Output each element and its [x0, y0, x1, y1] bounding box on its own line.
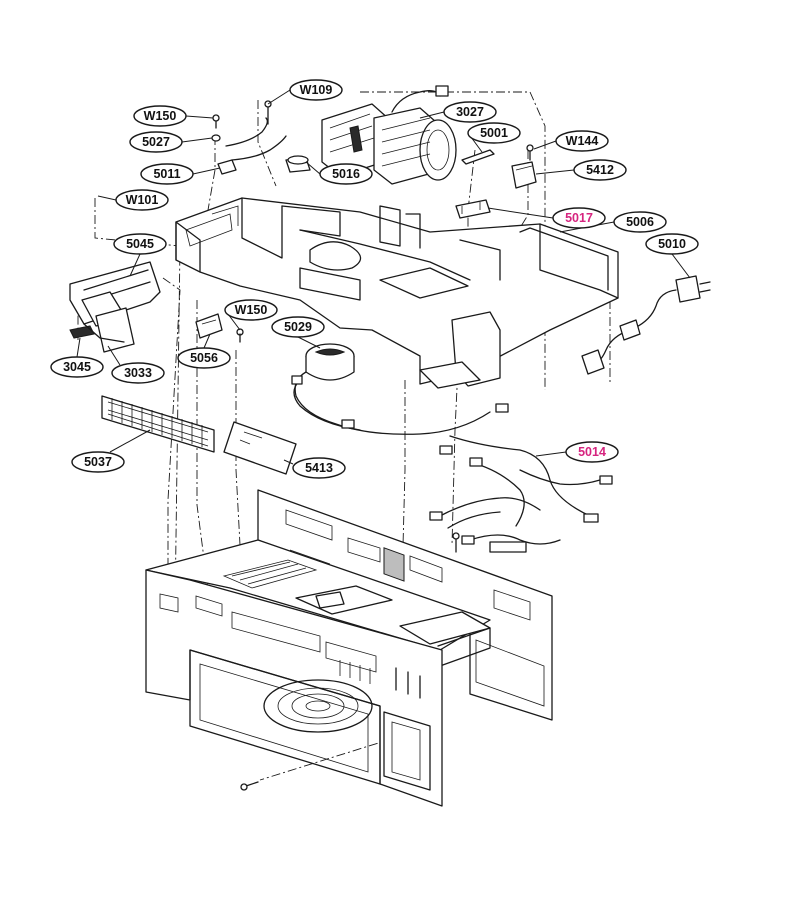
- callout-w150-top: W150: [133, 105, 187, 127]
- callout-5056: 5056: [177, 347, 231, 369]
- leader-line: [109, 429, 151, 453]
- switch-assembly: [195, 313, 244, 343]
- fan-motor-assembly: [321, 85, 457, 185]
- leader-line: [305, 161, 321, 175]
- callout-label: 5413: [305, 461, 333, 475]
- callout-label: 5014: [578, 445, 606, 459]
- leader-line: [97, 195, 117, 201]
- callout-w150-mid: W150: [224, 299, 278, 321]
- callout-label: W144: [566, 134, 599, 148]
- callout-w109: W109: [289, 79, 343, 101]
- callout-label: 5037: [84, 455, 112, 469]
- part-callouts: W109 W150 3027 5027 5001 W144 5011 5016 …: [50, 79, 699, 479]
- callout-3045: 3045: [50, 356, 104, 378]
- leader-line: [535, 451, 567, 457]
- callout-label: 5056: [190, 351, 218, 365]
- callout-label: 5016: [332, 167, 360, 181]
- callout-w101: W101: [115, 189, 169, 211]
- callout-label: 5027: [142, 135, 170, 149]
- leader-line: [419, 111, 445, 119]
- leader-line: [267, 89, 291, 105]
- callout-leaders: [76, 89, 691, 465]
- callout-5016: 5016: [319, 163, 373, 185]
- callout-label: 5001: [480, 126, 508, 140]
- callout-5412: 5412: [573, 159, 627, 181]
- leader-line: [203, 333, 211, 349]
- leader-line: [76, 337, 81, 358]
- callout-label: W150: [144, 109, 177, 123]
- callout-label: 5045: [126, 237, 154, 251]
- leader-line: [535, 169, 575, 175]
- callout-5045: 5045: [113, 233, 167, 255]
- leader-line: [487, 207, 554, 219]
- callout-5029: 5029: [271, 316, 325, 338]
- callout-label: 5412: [586, 163, 614, 177]
- callout-5037: 5037: [71, 451, 125, 473]
- callout-5011: 5011: [140, 163, 194, 185]
- callout-5413: 5413: [292, 457, 346, 479]
- leader-line: [297, 336, 321, 349]
- leader-line: [181, 137, 213, 143]
- vent-bracket-assembly: [69, 261, 161, 353]
- leader-line: [129, 253, 141, 277]
- callout-label: 5011: [153, 167, 180, 181]
- stirrer-motor-and-harness: [291, 343, 509, 435]
- callout-label: 3045: [63, 360, 91, 374]
- callout-label: 3033: [124, 366, 152, 380]
- callout-label: W101: [126, 193, 159, 207]
- leader-line: [185, 115, 214, 119]
- leader-line: [671, 253, 691, 279]
- top-small-parts: [211, 100, 537, 219]
- main-wire-harness: [429, 435, 613, 553]
- power-cord: [581, 275, 711, 375]
- oven-cavity-and-case: [145, 489, 553, 807]
- callout-5017: 5017: [552, 207, 606, 229]
- glass-panel: [223, 421, 297, 475]
- callout-5006: 5006: [613, 211, 667, 233]
- leader-line: [107, 345, 121, 366]
- callout-3027: 3027: [443, 101, 497, 123]
- callout-5010: 5010: [645, 233, 699, 255]
- callout-label: 5017: [565, 211, 593, 225]
- callout-3033: 3033: [111, 362, 165, 384]
- callout-label: W109: [300, 83, 333, 97]
- leader-line: [533, 140, 557, 150]
- callout-w144: W144: [555, 130, 609, 152]
- leader-line: [192, 167, 221, 175]
- callout-5014: 5014: [565, 441, 619, 463]
- leader-line: [283, 459, 294, 465]
- callout-label: 3027: [456, 105, 484, 119]
- callout-label: 5029: [284, 320, 312, 334]
- base-plate-assembly: [175, 197, 619, 389]
- callout-5027: 5027: [129, 131, 183, 153]
- vent-grille: [101, 395, 215, 453]
- callout-label: 5006: [626, 215, 654, 229]
- callout-label: 5010: [658, 237, 686, 251]
- callout-label: W150: [235, 303, 268, 317]
- callout-5001: 5001: [467, 122, 521, 144]
